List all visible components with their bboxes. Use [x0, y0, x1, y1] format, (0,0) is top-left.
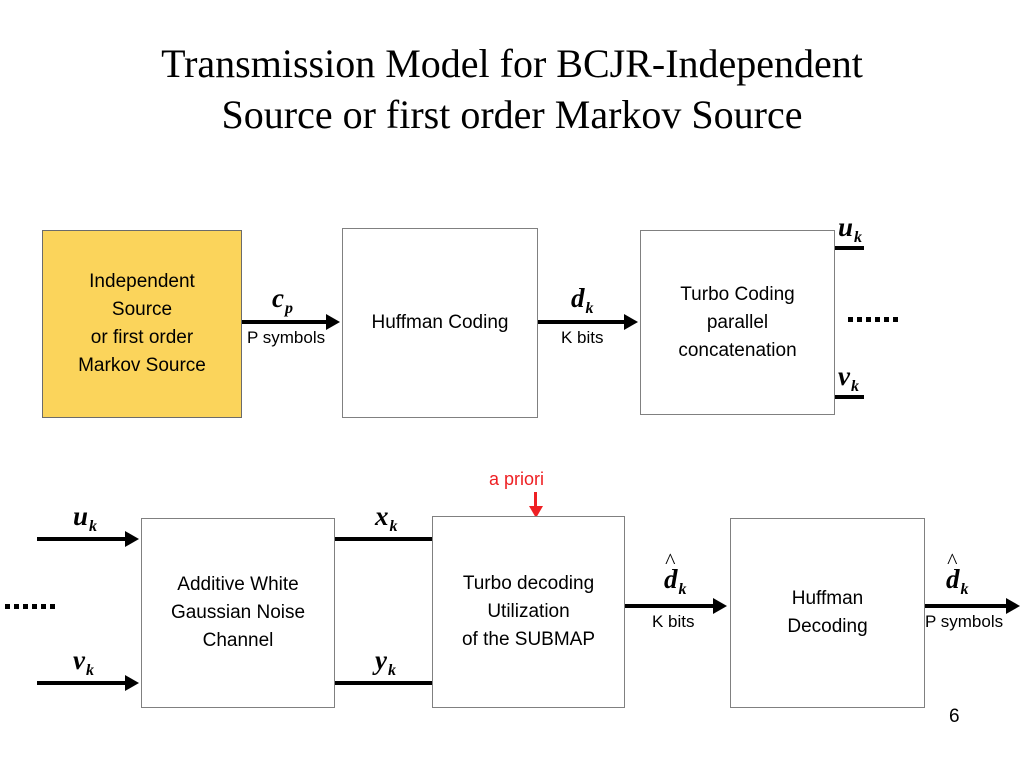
a-priori-arrow-line: [534, 492, 537, 510]
turbo-coding-box: Turbo Coding parallel concatenation: [640, 230, 835, 415]
label-d-k-top: dk: [571, 283, 594, 317]
input-u-k-head: [125, 531, 139, 547]
huffman-coding-box-label: Huffman Coding: [371, 312, 509, 333]
turbo-coding-box-label: Turbo Coding parallel concatenation: [678, 283, 797, 361]
dot: [884, 317, 889, 322]
huffman-coding-box: Huffman Coding: [342, 228, 538, 418]
connector-y-k-line: [335, 681, 433, 685]
dot: [14, 604, 19, 609]
input-u-k-line: [37, 537, 127, 541]
page-number: 6: [949, 706, 960, 727]
dot: [23, 604, 28, 609]
awgn-channel-box: Additive White Gaussian Noise Channel: [141, 518, 335, 708]
final-output-head: [1006, 598, 1020, 614]
dot: [32, 604, 37, 609]
arrow-decoder-to-huffman-line: [625, 604, 715, 608]
dot: [866, 317, 871, 322]
label-y-k: yk: [375, 645, 396, 679]
arrow-source-to-huffman-line: [242, 320, 328, 324]
dot: [41, 604, 46, 609]
dot: [5, 604, 10, 609]
input-v-k-head: [125, 675, 139, 691]
ellipsis-channel-inputs: [5, 604, 55, 609]
ellipsis-turbo-outputs: [848, 317, 898, 322]
huffman-decoding-box: Huffman Decoding: [730, 518, 925, 708]
caption-p-symbols-top: P symbols: [247, 328, 326, 347]
label-d-hat-k-mid: dk: [664, 566, 687, 598]
label-v-k-bottom: vk: [73, 645, 94, 679]
a-priori-label: a priori: [489, 469, 545, 489]
turbo-output-top-line: [835, 246, 864, 250]
final-output-line: [925, 604, 1009, 608]
source-box: Independent Source or first order Markov…: [42, 230, 242, 418]
page-title-line-1: Transmission Model for BCJR-Independent: [161, 41, 863, 86]
dot: [848, 317, 853, 322]
arrow-huffman-to-turbo-head: [624, 314, 638, 330]
turbo-output-bottom-line: [835, 395, 864, 399]
turbo-decoding-box-label: Turbo decoding Utilization of the SUBMAP: [461, 573, 596, 650]
a-priori-arrow-head: [529, 506, 543, 518]
arrow-decoder-to-huffman-head: [713, 598, 727, 614]
turbo-decoding-box: Turbo decoding Utilization of the SUBMAP: [432, 516, 625, 708]
dot: [893, 317, 898, 322]
label-u-k-bottom: uk: [73, 501, 98, 535]
caption-k-bits-top: K bits: [561, 328, 604, 347]
huffman-decoding-box-label: Huffman Decoding: [787, 588, 868, 637]
caption-p-symbols-bottom: P symbols: [925, 612, 1004, 631]
page-title-line-2: Source or first order Markov Source: [221, 92, 803, 137]
label-x-k: xk: [375, 501, 398, 535]
caption-k-bits-bottom: K bits: [652, 612, 695, 631]
input-v-k-line: [37, 681, 127, 685]
connector-x-k-line: [335, 537, 433, 541]
dot: [875, 317, 880, 322]
awgn-channel-box-label: Additive White Gaussian Noise Channel: [170, 574, 306, 651]
dot: [857, 317, 862, 322]
arrow-source-to-huffman-head: [326, 314, 340, 330]
label-u-k-top: uk: [838, 212, 863, 246]
dot: [50, 604, 55, 609]
source-box-label: Independent Source or first order Markov…: [78, 271, 206, 376]
label-v-k-top: vk: [838, 361, 859, 395]
arrow-huffman-to-turbo-line: [538, 320, 626, 324]
label-d-hat-k-final: dk: [946, 566, 969, 598]
label-c-p: cp: [272, 283, 293, 317]
page-title: Transmission Model for BCJR-Independent …: [0, 38, 1024, 140]
